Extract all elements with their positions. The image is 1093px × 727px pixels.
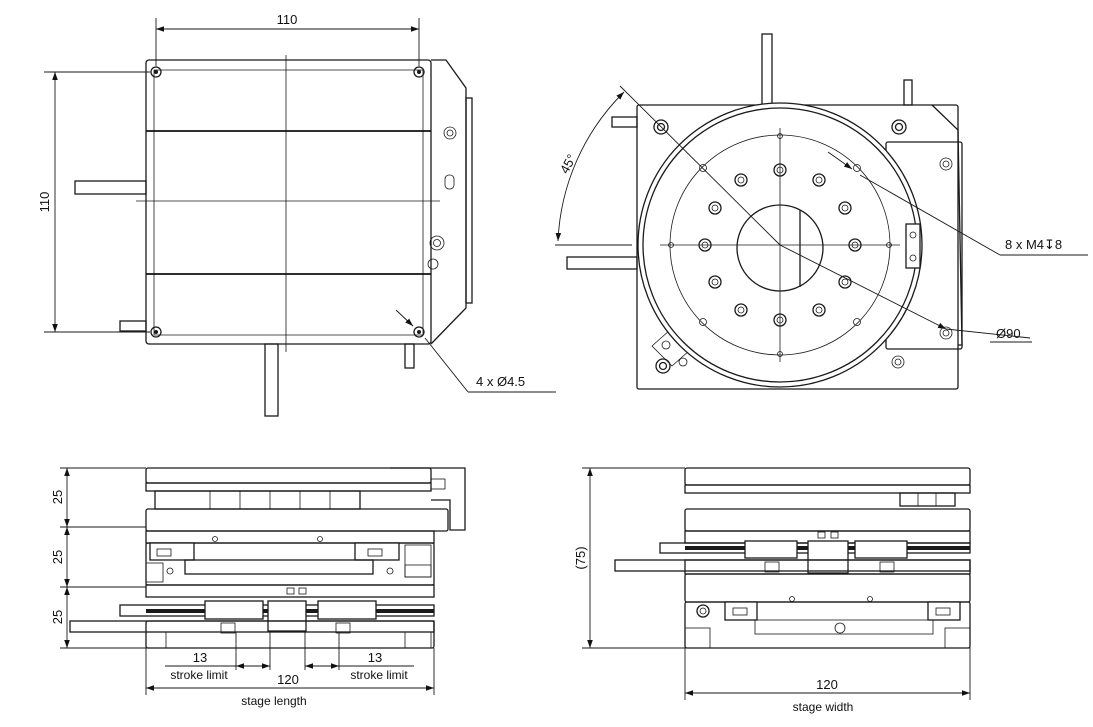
- stroke-left-value: 13: [193, 650, 207, 665]
- tier-2-label: 25: [50, 550, 65, 564]
- tier-1-label: 25: [50, 490, 65, 504]
- stage-length-label: stage length: [241, 694, 306, 708]
- stage-length-value: 120: [277, 672, 299, 687]
- side-view: (75) 120 stage width: [573, 467, 971, 714]
- diameter-callout-label: Ø90: [996, 326, 1021, 341]
- counterbore-holes: [698, 163, 862, 327]
- total-height-label: (75): [573, 546, 588, 569]
- stroke-right-value: 13: [368, 650, 382, 665]
- angle-label: 45°: [557, 152, 579, 176]
- tier-3-label: 25: [50, 610, 65, 624]
- width-dimension-label: 110: [277, 12, 298, 27]
- stroke-left-label: stroke limit: [170, 668, 228, 682]
- hole-callout-label: 4 x Ø4.5: [476, 374, 525, 389]
- thread-callout-label: 8 x M4↧8: [1005, 237, 1062, 252]
- height-dimension-label: 110: [37, 192, 52, 213]
- stage-width-value: 120: [816, 677, 838, 692]
- stroke-right-label: stroke limit: [350, 668, 408, 682]
- stage-width-label: stage width: [793, 700, 854, 714]
- top-view-left: 110 110 4 x Ø4.5: [37, 12, 556, 417]
- corner-holes: [150, 66, 425, 338]
- front-view: 25 25 25 13 stroke limit 13 stroke limit…: [50, 467, 466, 708]
- top-view-right: 45° 8 x M4↧8 Ø90: [555, 33, 1088, 390]
- tapped-holes: [668, 133, 892, 357]
